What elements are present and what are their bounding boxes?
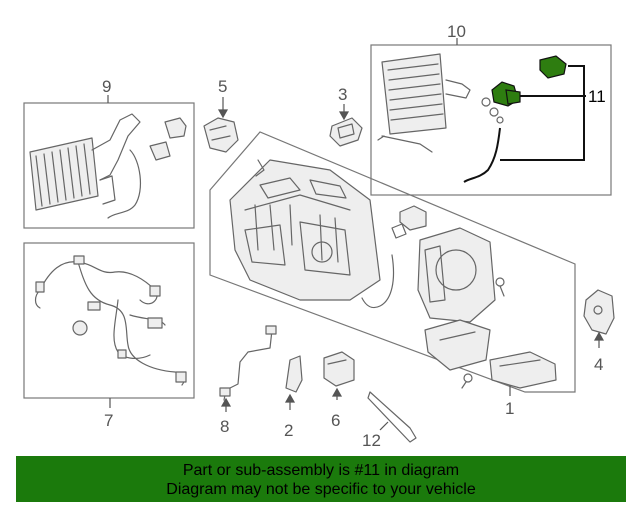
highlighted-sensor-top (539, 55, 567, 79)
o-rings (481, 97, 504, 124)
callout-2: 2 (284, 421, 293, 440)
banner-line-2: Diagram may not be specific to your vehi… (166, 481, 476, 498)
callout-9: 9 (102, 77, 111, 96)
callout-5: 5 (218, 77, 227, 96)
leader-11 (500, 65, 586, 161)
blower-case-shape (417, 227, 496, 323)
callout-6: 6 (331, 411, 340, 430)
part-group-6: 6 (323, 351, 355, 430)
callout-11: 11 (588, 87, 606, 106)
part-group-3: 3 (329, 85, 363, 147)
callout-8: 8 (220, 417, 229, 436)
part-group-2: 2 (284, 355, 303, 440)
callout-10: 10 (447, 22, 466, 41)
part-group-10: 10 11 (370, 22, 612, 196)
blower-motor-shape (424, 319, 491, 371)
highlighted-sensor-wire (463, 127, 501, 183)
part-6-shape (323, 351, 355, 387)
callout-7: 7 (104, 411, 113, 430)
highlighted-sensor-main (491, 81, 521, 107)
harness-connectors (35, 255, 187, 383)
box-1 (209, 131, 576, 393)
callout-12: 12 (362, 431, 381, 450)
heater-core-shape (29, 113, 142, 219)
part-group-4: 4 (583, 289, 615, 374)
leader-12 (379, 421, 389, 431)
part-group-7: 7 (23, 242, 195, 430)
part-group-1: 1 (209, 131, 576, 418)
box-9 (23, 102, 195, 229)
hvac-housing-shape (229, 159, 381, 301)
part-3-shape (329, 117, 363, 147)
part-group-5: 5 (203, 77, 239, 153)
callout-4: 4 (594, 355, 603, 374)
small-parts-1 (361, 205, 505, 389)
callout-1: 1 (505, 399, 514, 418)
part-group-12: 12 (362, 391, 417, 450)
callout-3: 3 (338, 85, 347, 104)
resistor-shape (489, 351, 557, 389)
part-group-8: 8 (219, 325, 277, 436)
clip-shapes-9 (149, 117, 187, 161)
part-group-9: 9 (23, 77, 195, 229)
box-10 (370, 44, 612, 196)
part-12-shape (367, 391, 417, 443)
box-7 (23, 242, 195, 399)
evaporator-shape (377, 53, 471, 153)
info-banner: Part or sub-assembly is #11 in diagram D… (16, 456, 626, 502)
part-2-shape (285, 355, 303, 393)
part-4-shape (583, 289, 615, 335)
banner-line-1: Part or sub-assembly is #11 in diagram (182, 462, 460, 479)
part-5-shape (203, 117, 239, 153)
part-8-shape (223, 329, 273, 401)
